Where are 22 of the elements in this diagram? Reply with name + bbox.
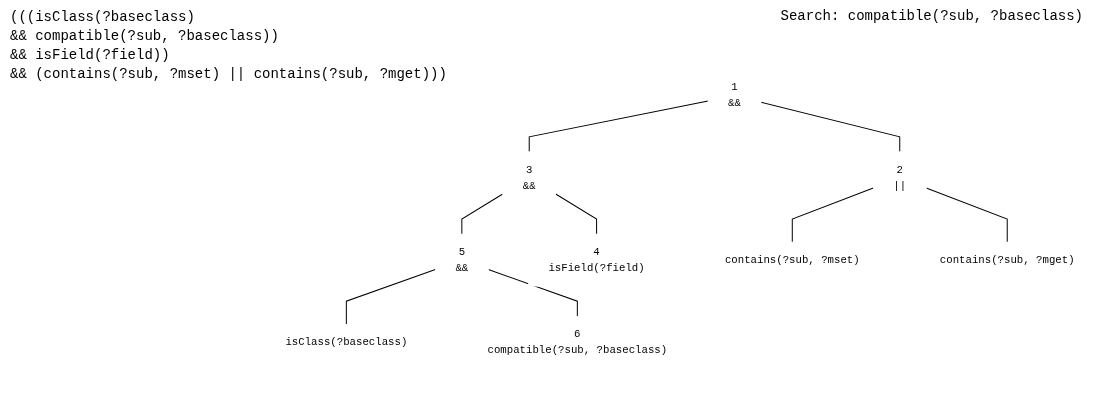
code-line: (((isClass(?baseclass)	[10, 8, 196, 27]
node-text: 5 &&	[455, 246, 469, 275]
code-line: && compatible(?sub, ?baseclass))	[10, 27, 280, 46]
node-text: 3 &&	[522, 163, 536, 192]
code-line: && isField(?field))	[10, 46, 171, 65]
code-line: && (contains(?sub, ?mset) || contains(?sub, ?mget)))	[10, 65, 447, 84]
node-text: 2 ||	[893, 163, 907, 192]
connector	[760, 101, 901, 153]
node-text: 1 &&	[728, 81, 741, 110]
node-text: 4 isField(?field)	[548, 246, 645, 275]
node-text: isClass(?baseclass)	[285, 336, 408, 349]
connector	[925, 187, 1008, 243]
connector	[461, 193, 504, 235]
search-query: Search: compatible(?sub, ?baseclass)	[780, 8, 1083, 24]
node-text: 6 compatible(?sub, ?baseclass)	[487, 328, 668, 357]
connector	[487, 269, 578, 317]
connector	[345, 269, 436, 325]
node-text: contains(?sub, ?mget)	[939, 254, 1075, 267]
node-text: contains(?sub, ?mset)	[724, 254, 860, 267]
connector	[555, 193, 598, 235]
connector	[791, 187, 874, 243]
connector	[528, 100, 709, 153]
